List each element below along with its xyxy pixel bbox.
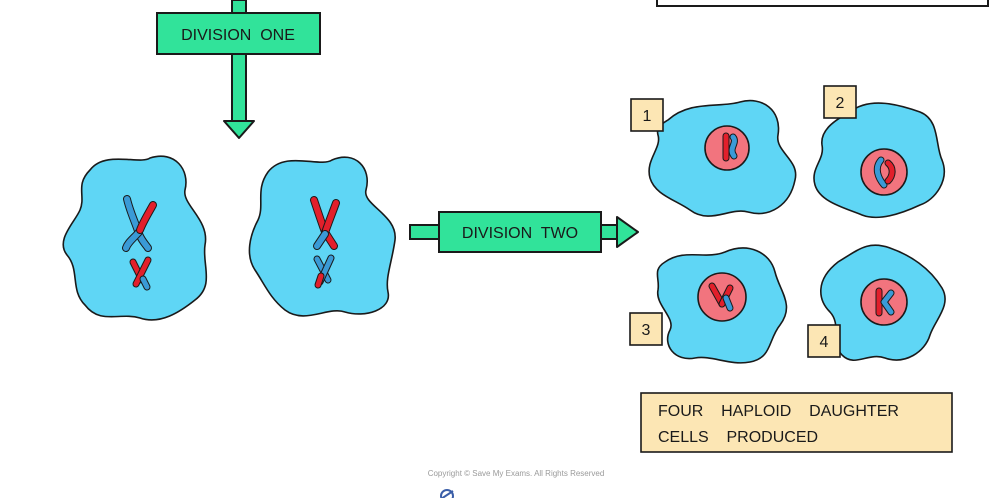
daughter-cell-4	[820, 244, 946, 361]
chromosome-small	[129, 256, 152, 291]
result-box: FOUR HAPLOID DAUGHTER CELLS PRODUCED	[640, 392, 953, 453]
result-line-1: FOUR HAPLOID DAUGHTER	[658, 403, 899, 420]
logo-icon	[440, 489, 454, 498]
chromosome-large	[310, 196, 340, 250]
number-label: 4	[820, 334, 829, 351]
number-box-3: 3	[629, 312, 663, 346]
daughter-cell-1	[648, 99, 797, 217]
number-label: 3	[642, 322, 651, 339]
chromosome-large	[122, 195, 157, 252]
daughter-cell-3	[656, 247, 788, 364]
number-label: 1	[643, 108, 652, 125]
chromosome-small	[313, 254, 335, 289]
cell-a	[62, 155, 208, 321]
daughter-cell-2	[813, 102, 945, 219]
division-one-label: DIVISION ONE	[156, 12, 321, 55]
division-two-label: DIVISION TWO	[438, 211, 602, 253]
division-two-text: DIVISION TWO	[462, 225, 578, 242]
number-box-4: 4	[807, 324, 841, 358]
number-box-1: 1	[630, 98, 664, 132]
number-label: 2	[836, 95, 845, 112]
number-box-2: 2	[823, 85, 857, 119]
result-line-2: CELLS PRODUCED	[658, 429, 818, 446]
partial-box-top	[656, 0, 989, 7]
division-one-text: DIVISION ONE	[181, 27, 295, 44]
cell-b	[248, 156, 396, 317]
copyright-text: Copyright © Save My Exams. All Rights Re…	[428, 469, 605, 478]
